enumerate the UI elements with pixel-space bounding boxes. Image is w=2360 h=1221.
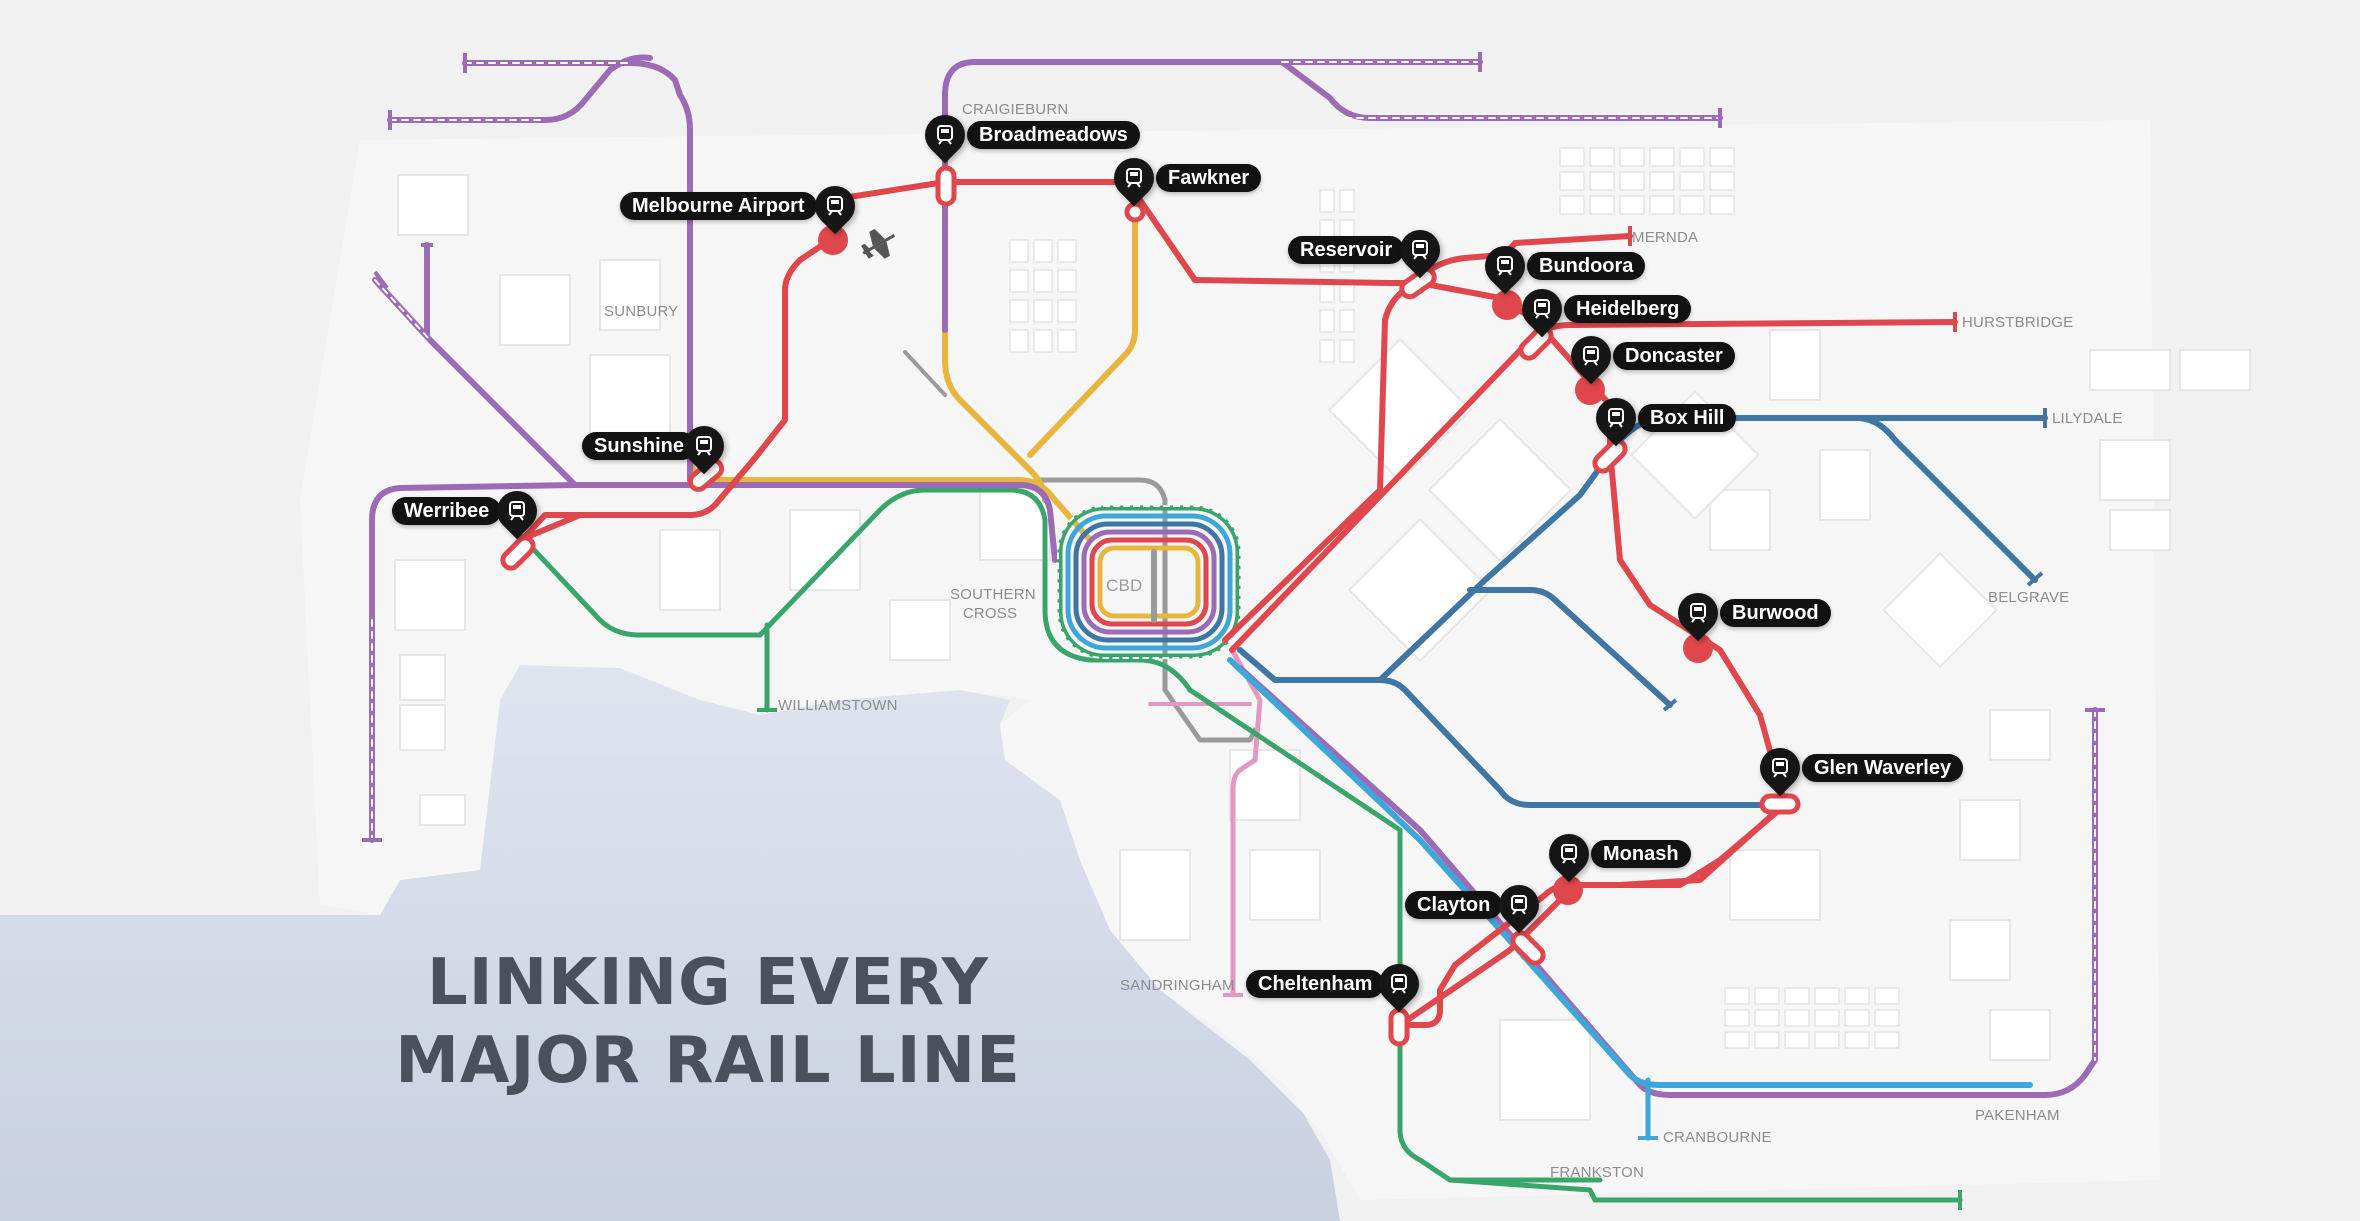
train-icon: [1534, 299, 1550, 319]
train-icon: [1497, 256, 1513, 276]
station-label: Melbourne Airport: [620, 192, 817, 220]
terminal-lilydale: LILYDALE: [2052, 410, 2123, 427]
city-loop-yellow: [1097, 545, 1201, 619]
train-icon: [1126, 168, 1142, 188]
terminal-frankston: FRANKSTON: [1550, 1164, 1645, 1181]
station-label: Werribee: [392, 497, 502, 525]
station-pin: [1513, 280, 1571, 338]
purple-line-pakenham: [1237, 665, 2098, 1098]
terminal-sandringham: SANDRINGHAM: [1120, 977, 1235, 994]
purple-line-melton: [387, 54, 653, 123]
terminal-pakenham: PAKENHAM: [1975, 1107, 2060, 1124]
station-label: Box Hill: [1638, 404, 1737, 432]
terminal-craigieburn: CRAIGIEBURN: [962, 101, 1069, 118]
station-label: Burwood: [1720, 599, 1831, 627]
headline-line1: LINKING EVERY: [426, 946, 990, 1020]
city-loop-dash: [1057, 505, 1241, 659]
station-pin: [675, 417, 733, 475]
area-southern-cross-line2: CROSS: [962, 605, 1018, 622]
grid-blocks: [1009, 147, 1900, 1049]
city-loop-outer: [1057, 505, 1241, 659]
station-pin: [916, 106, 974, 164]
city-loop-purple: [1081, 529, 1217, 635]
terminal-cranbourne: CRANBOURNE: [1663, 1129, 1772, 1146]
train-icon: [1772, 758, 1788, 778]
headline: LINKING EVERY MAJOR RAIL LINE: [388, 944, 1028, 1100]
city-loop-blue: [1073, 521, 1225, 643]
station-pin: [1669, 584, 1727, 642]
srl-stops: [500, 165, 1801, 1047]
train-icon: [937, 125, 953, 145]
station-pin: [806, 177, 864, 235]
train-icon: [1608, 408, 1624, 428]
station-label: Monash: [1591, 840, 1691, 868]
port-phillip-bay: [0, 665, 1340, 1221]
station-pin: [1391, 221, 1449, 279]
train-icon: [1690, 603, 1706, 623]
plane-icon: [861, 228, 896, 259]
purple-line-sunbury-north: [462, 60, 693, 483]
train-icon: [1561, 844, 1577, 864]
train-icon: [1583, 346, 1599, 366]
train-icon: [1391, 974, 1407, 994]
area-southern-cross-line1: SOUTHERN: [950, 586, 1036, 603]
station-pin: [1562, 327, 1620, 385]
station-label: Clayton: [1405, 891, 1503, 919]
train-icon: [1511, 895, 1527, 915]
terminal-mernda: MERNDA: [1632, 229, 1699, 246]
city-loop-red: [1089, 537, 1209, 627]
grey-line: [1037, 477, 1258, 743]
area-southern-cross: SOUTHERN CROSS: [950, 585, 1036, 623]
station-pin: [1476, 237, 1534, 295]
blue-line-belgrave: [1857, 415, 2038, 583]
station-pin: [1490, 876, 1548, 934]
station-pin: [1540, 825, 1598, 883]
green-line-frankston-link: [1447, 1177, 1598, 1203]
station-pin: [1751, 739, 1809, 797]
terminal-sunbury: SUNBURY: [604, 303, 679, 320]
blue-line-alamein: [1467, 587, 1673, 708]
city-loop-cyan: [1065, 513, 1233, 651]
train-icon: [827, 196, 843, 216]
station-label: Broadmeadows: [967, 121, 1140, 149]
station-label: Sunshine: [582, 432, 697, 460]
station-label: Doncaster: [1613, 342, 1735, 370]
station-pin: [1370, 955, 1428, 1013]
terminal-belgrave: BELGRAVE: [1988, 589, 2070, 606]
train-icon: [509, 501, 525, 521]
terminal-ticks: [362, 52, 2105, 842]
station-label: Glen Waverley: [1802, 754, 1964, 782]
station-label: Reservoir: [1288, 236, 1405, 264]
red-line-srl-north: [505, 179, 1788, 1028]
headline-line2: MAJOR RAIL LINE: [395, 1024, 1021, 1098]
yellow-line-upfield: [1027, 202, 1138, 458]
station-label: Bundoora: [1527, 252, 1646, 280]
grey-spur: [903, 350, 947, 397]
station-pin: [488, 482, 546, 540]
blue-line-glen-waverley: [1377, 677, 1783, 808]
terminal-hurstbridge: HURSTBRIDGE: [1962, 314, 2074, 331]
terminal-williamstown: WILLIAMSTOWN: [778, 697, 898, 714]
train-icon: [1412, 240, 1428, 260]
station-pin: [1105, 149, 1163, 207]
purple-line-west: [369, 482, 1058, 843]
station-label: Fawkner: [1156, 164, 1262, 192]
purple-line-craigieburn-north: [942, 59, 1483, 333]
station-label: Heidelberg: [1564, 295, 1692, 323]
area-cbd: CBD: [1106, 576, 1143, 595]
pink-line-sandringham: [1229, 647, 1263, 998]
green-line-west: [517, 487, 1603, 1183]
train-icon: [696, 436, 712, 456]
station-pin: [1587, 389, 1645, 447]
cyan-line: [1227, 657, 2033, 1088]
station-label: Cheltenham: [1246, 970, 1385, 998]
